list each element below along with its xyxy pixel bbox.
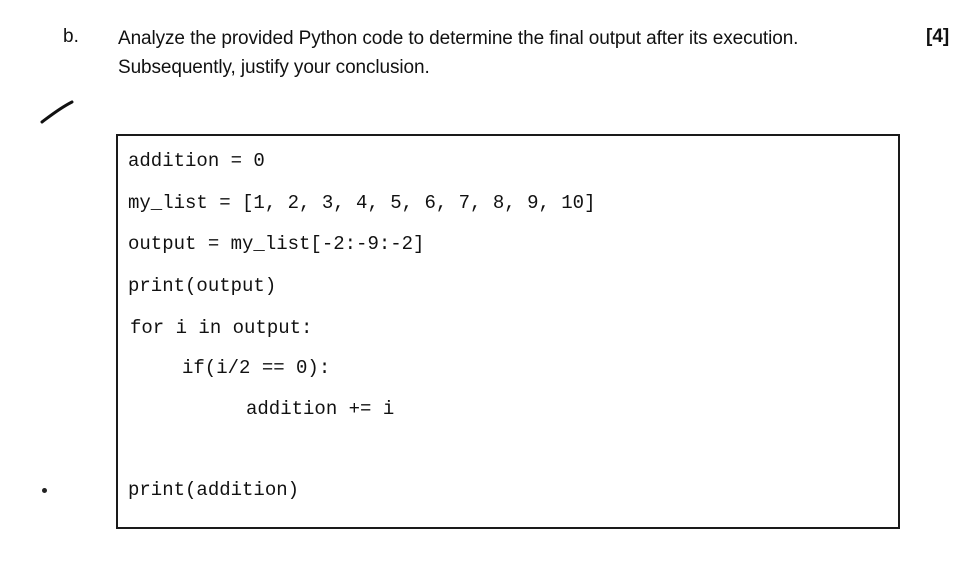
- question-line-1: Analyze the provided Python code to dete…: [118, 28, 799, 49]
- code-line-7: addition += i: [246, 398, 395, 420]
- code-line-6: if(i/2 == 0):: [182, 357, 331, 379]
- ink-dot-mark: [42, 488, 47, 493]
- code-line-2: my_list = [1, 2, 3, 4, 5, 6, 7, 8, 9, 10…: [128, 192, 596, 214]
- code-line-4: print(output): [128, 275, 277, 297]
- question-text: Analyze the provided Python code to dete…: [118, 24, 898, 82]
- code-block: addition = 0 my_list = [1, 2, 3, 4, 5, 6…: [116, 134, 900, 529]
- question-line-2: Subsequently, justify your conclusion.: [118, 57, 430, 78]
- code-line-3: output = my_list[-2:-9:-2]: [128, 233, 425, 255]
- question-label: b.: [63, 26, 79, 47]
- pen-stroke-mark: [40, 100, 74, 124]
- code-line-5: for i in output:: [130, 317, 313, 339]
- code-line-8: print(addition): [128, 479, 300, 501]
- question-marks: [4]: [926, 26, 950, 47]
- code-line-1: addition = 0: [128, 150, 265, 172]
